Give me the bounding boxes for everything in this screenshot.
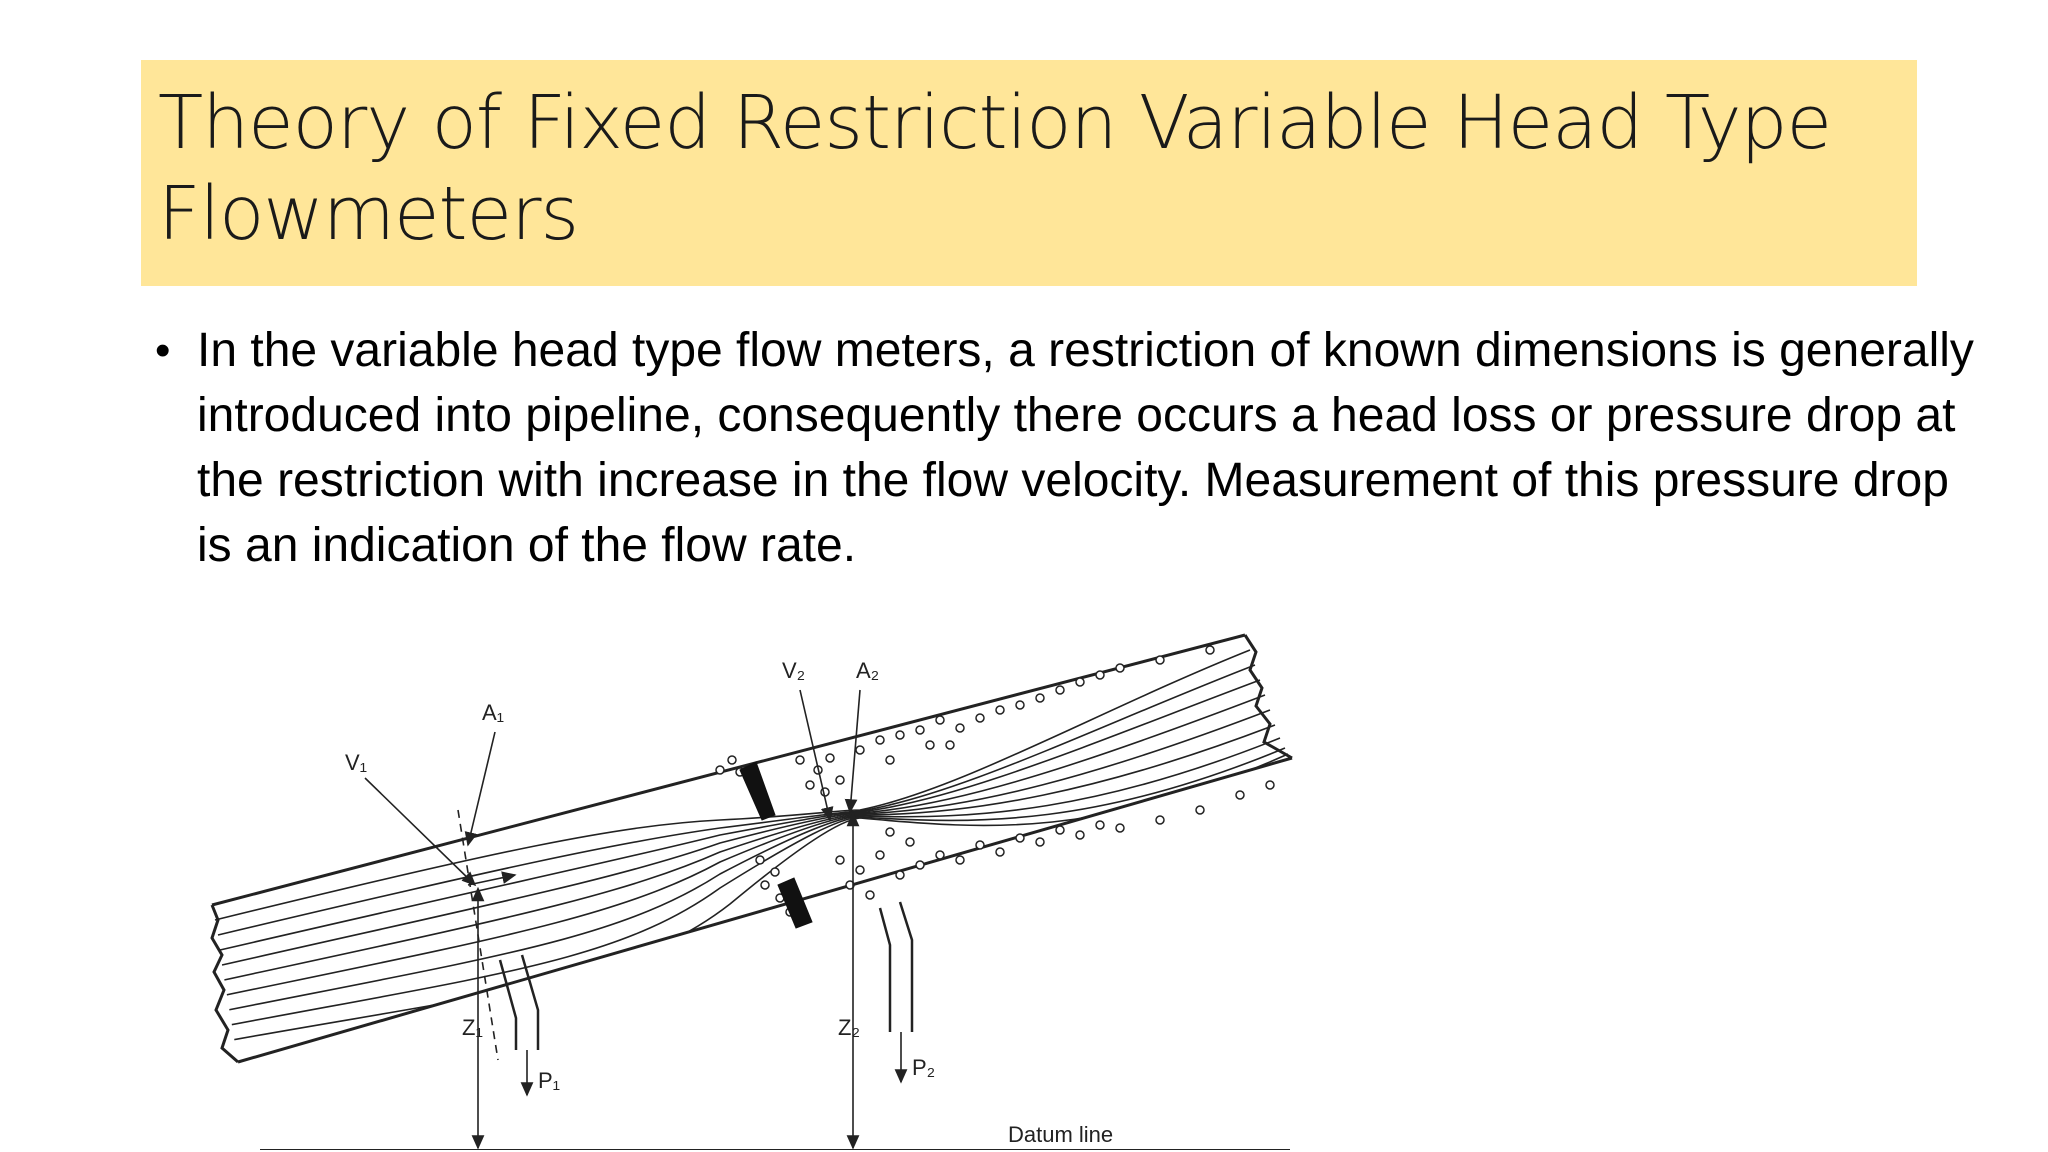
pipe-walls: [210, 633, 1293, 1064]
turbulence-bubbles: [715, 645, 1275, 917]
a1-arrow: [464, 731, 496, 847]
slide-title: Theory of Fixed Restriction Variable Hea…: [158, 80, 1832, 257]
orifice-plate: [739, 761, 813, 929]
label-a1: A₁: [482, 700, 504, 725]
streamlines: [214, 649, 1289, 1041]
label-v1: V₁: [345, 750, 367, 775]
label-p1: P₁: [538, 1068, 560, 1093]
v2-arrow: [799, 689, 834, 822]
label-v2: V₂: [782, 658, 805, 683]
slide-title-bar: Theory of Fixed Restriction Variable Hea…: [141, 60, 1917, 286]
bullet-marker: •: [155, 326, 171, 375]
a2-arrow: [844, 689, 861, 814]
label-datum: Datum line: [1008, 1122, 1113, 1147]
v1-arrow: [364, 777, 477, 887]
pressure-taps: [498, 901, 914, 1050]
label-a2: A₂: [856, 658, 879, 683]
orifice-flowmeter-diagram: V₁ A₁ V₂ A₂ Z₁ Z₂ P₁ P₂ Datum line: [210, 633, 1293, 1150]
flow-arrow: [467, 871, 517, 886]
label-z2: Z₂: [838, 1015, 860, 1040]
label-p2: P₂: [912, 1055, 935, 1080]
label-z1: Z₁: [462, 1015, 483, 1040]
bullet-text: In the variable head type flow meters, a…: [197, 324, 1974, 572]
